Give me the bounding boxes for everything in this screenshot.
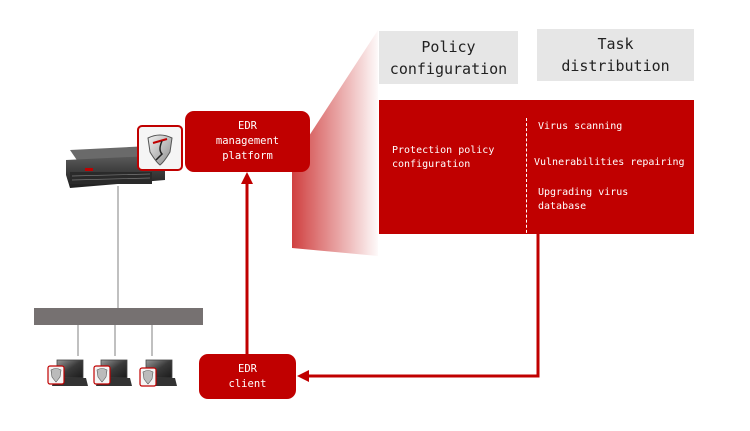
protection-policy-label: Protection policy configuration: [392, 144, 494, 172]
laptop-icon: [47, 359, 88, 386]
tab-policy-configuration: Policy configuration: [379, 31, 518, 84]
task-vulnerabilities-text: Vulnerabilities repairing: [534, 157, 685, 168]
arrow-head-left: [297, 370, 309, 382]
task-upgrading-line1: Upgrading virus: [538, 187, 629, 198]
protection-policy-line2: configuration: [392, 159, 471, 170]
protection-policy-line1: Protection policy: [392, 145, 495, 156]
dashed-divider: [526, 118, 527, 243]
tab-policy-line1: Policy: [421, 37, 476, 56]
mgmt-line3: platform: [222, 150, 273, 162]
client-line2: client: [228, 377, 267, 390]
tab-task-distribution: Task distribution: [537, 29, 694, 81]
edr-management-platform-node: EDR management platform: [185, 111, 310, 172]
laptop-icon: [139, 359, 177, 387]
tab-policy-line2: configuration: [389, 59, 508, 78]
network-switch-icon: [34, 308, 203, 325]
distribution-arrow: [306, 234, 540, 378]
zoom-funnel: [292, 30, 378, 256]
edr-client-node: EDR client: [199, 354, 296, 399]
mgmt-line1: EDR: [238, 120, 257, 132]
task-upgrading-line2: database: [538, 201, 587, 212]
task-upgrading-virus-db: Upgrading virus database: [538, 186, 628, 214]
client-line1: EDR: [238, 362, 257, 375]
laptop-icon: [93, 359, 132, 386]
task-vulnerabilities-repairing: Vulnerabilities repairing: [534, 156, 685, 170]
shield-icon: [137, 125, 183, 171]
task-virus-scanning-text: Virus scanning: [538, 121, 623, 132]
tab-task-line1: Task: [597, 35, 634, 53]
task-virus-scanning: Virus scanning: [538, 120, 622, 134]
arrow-head-up: [241, 172, 253, 184]
mgmt-line2: management: [215, 135, 280, 147]
detail-panel: Protection policy configuration Virus sc…: [379, 100, 694, 243]
tab-task-line2: distribution: [561, 57, 670, 75]
